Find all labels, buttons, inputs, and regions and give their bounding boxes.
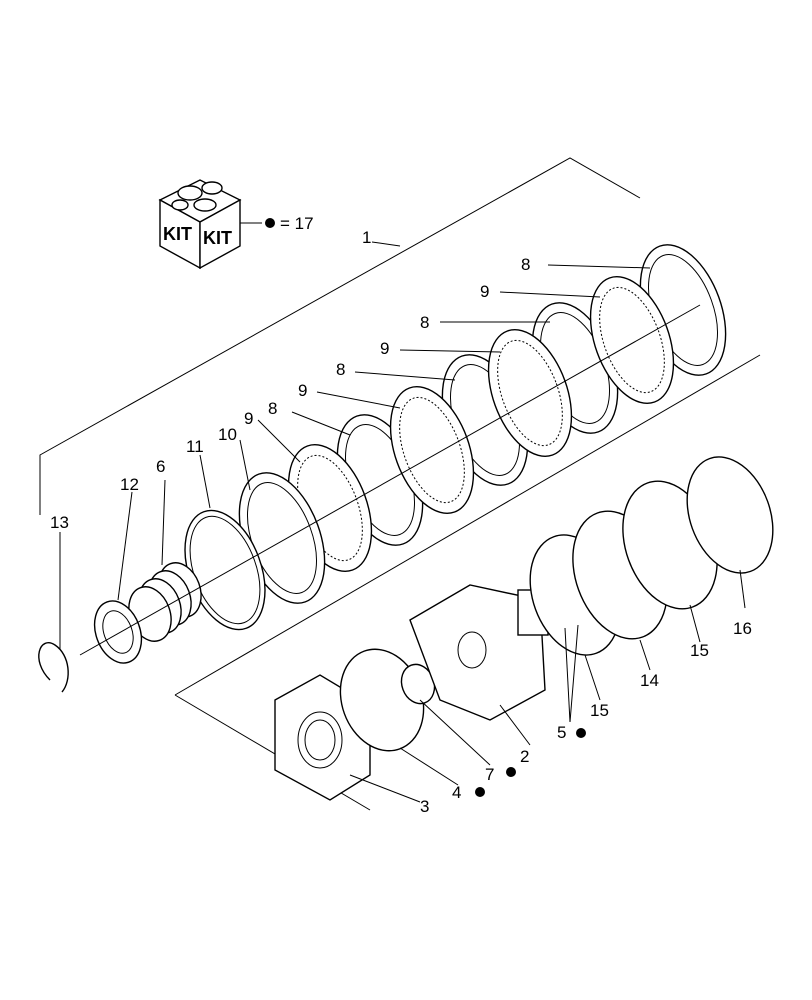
- leader-lines: [59, 264, 746, 803]
- clutch-plate-stack: [184, 244, 727, 631]
- kit-bullet-icon: [475, 787, 485, 797]
- callout-2: 2: [520, 747, 529, 766]
- callout-13: 13: [50, 513, 69, 532]
- snap-ring-16: [686, 456, 774, 574]
- kit-label-right: KIT: [203, 228, 232, 248]
- callout-1: 1: [362, 228, 371, 247]
- spring-6: [128, 562, 202, 642]
- callout-11: 11: [186, 437, 204, 456]
- callout-15: 15: [690, 641, 709, 660]
- kit-box-icon: KIT KIT: [158, 179, 242, 270]
- callout-5: 5: [557, 723, 566, 742]
- callout-6: 6: [156, 457, 165, 476]
- callout-7: 7: [485, 765, 494, 784]
- callout-8: 8: [336, 360, 345, 379]
- callout-8: 8: [268, 399, 277, 418]
- kit-legend-text: = 17: [280, 214, 314, 233]
- callout-9: 9: [480, 282, 489, 301]
- callout-4: 4: [452, 783, 461, 802]
- callout-10: 10: [218, 425, 237, 444]
- callout-16: 16: [733, 619, 752, 638]
- callout-15: 15: [590, 701, 609, 720]
- kit-bullet-icon: [576, 728, 586, 738]
- callout-14: 14: [640, 671, 659, 690]
- friction-plate-9-2: [487, 329, 573, 457]
- callout-8: 8: [521, 255, 530, 274]
- friction-plate-9-1: [589, 276, 675, 404]
- callout-9: 9: [298, 381, 307, 400]
- center-axis-line: [79, 304, 701, 656]
- washer-12: [93, 600, 143, 664]
- callout-9: 9: [380, 339, 389, 358]
- kit-bullet-icon: [506, 767, 516, 777]
- callout-12: 12: [120, 475, 139, 494]
- kit-bullet-icon: [265, 218, 275, 228]
- callout-9: 9: [244, 409, 253, 428]
- kit-label-left: KIT: [163, 224, 192, 244]
- friction-plate-9-3: [389, 386, 475, 514]
- retaining-ring-13: [38, 642, 69, 693]
- callout-3: 3: [420, 797, 429, 816]
- clutch-hub-2: [409, 584, 549, 721]
- callout-8: 8: [420, 313, 429, 332]
